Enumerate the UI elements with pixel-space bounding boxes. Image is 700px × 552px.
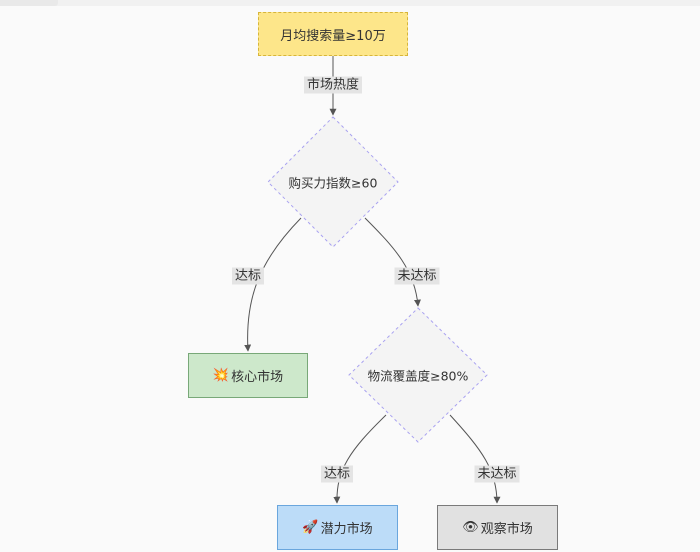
edge-decision-2-no	[449, 414, 501, 504]
edge-label-decision-2-no: 未达标	[474, 465, 520, 483]
edge-decision-2-yes	[333, 414, 387, 504]
decision-logistics-label: 物流覆盖度≥80%	[367, 368, 469, 384]
top-toolbar-strip	[0, 0, 700, 6]
decision-diamond-logistics	[348, 307, 488, 443]
edge-decision-1-no	[364, 217, 421, 307]
node-potential-market-label: 潜力市场	[320, 522, 373, 537]
edge-label-market-heat: 市场热度	[303, 76, 363, 94]
edge-label-decision-1-yes: 达标	[231, 267, 265, 285]
eye-icon: 👁	[462, 520, 479, 535]
edge-label-decision-1-no: 未达标	[394, 267, 440, 285]
node-potential-market: 🚀 潜力市场	[277, 505, 398, 550]
edge-decision-1-yes	[244, 217, 302, 352]
decision-diamond-buying-power	[267, 116, 399, 248]
rocket-icon: 🚀	[302, 520, 319, 535]
node-monthly-search-volume: 月均搜索量≥10万	[258, 12, 408, 56]
node-core-market: 💥 核心市场	[188, 353, 308, 398]
top-tab	[0, 0, 58, 6]
node-monthly-search-volume-label: 月均搜索量≥10万	[280, 28, 386, 44]
node-core-market-label: 核心市场	[231, 370, 284, 385]
decision-buying-power-label: 购买力指数≥60	[288, 175, 378, 191]
explosion-icon: 💥	[212, 368, 230, 383]
edge-label-decision-2-yes: 达标	[320, 465, 354, 483]
node-watch-market: 👁 观察市场	[437, 505, 558, 550]
node-watch-market-label: 观察市场	[480, 522, 533, 537]
